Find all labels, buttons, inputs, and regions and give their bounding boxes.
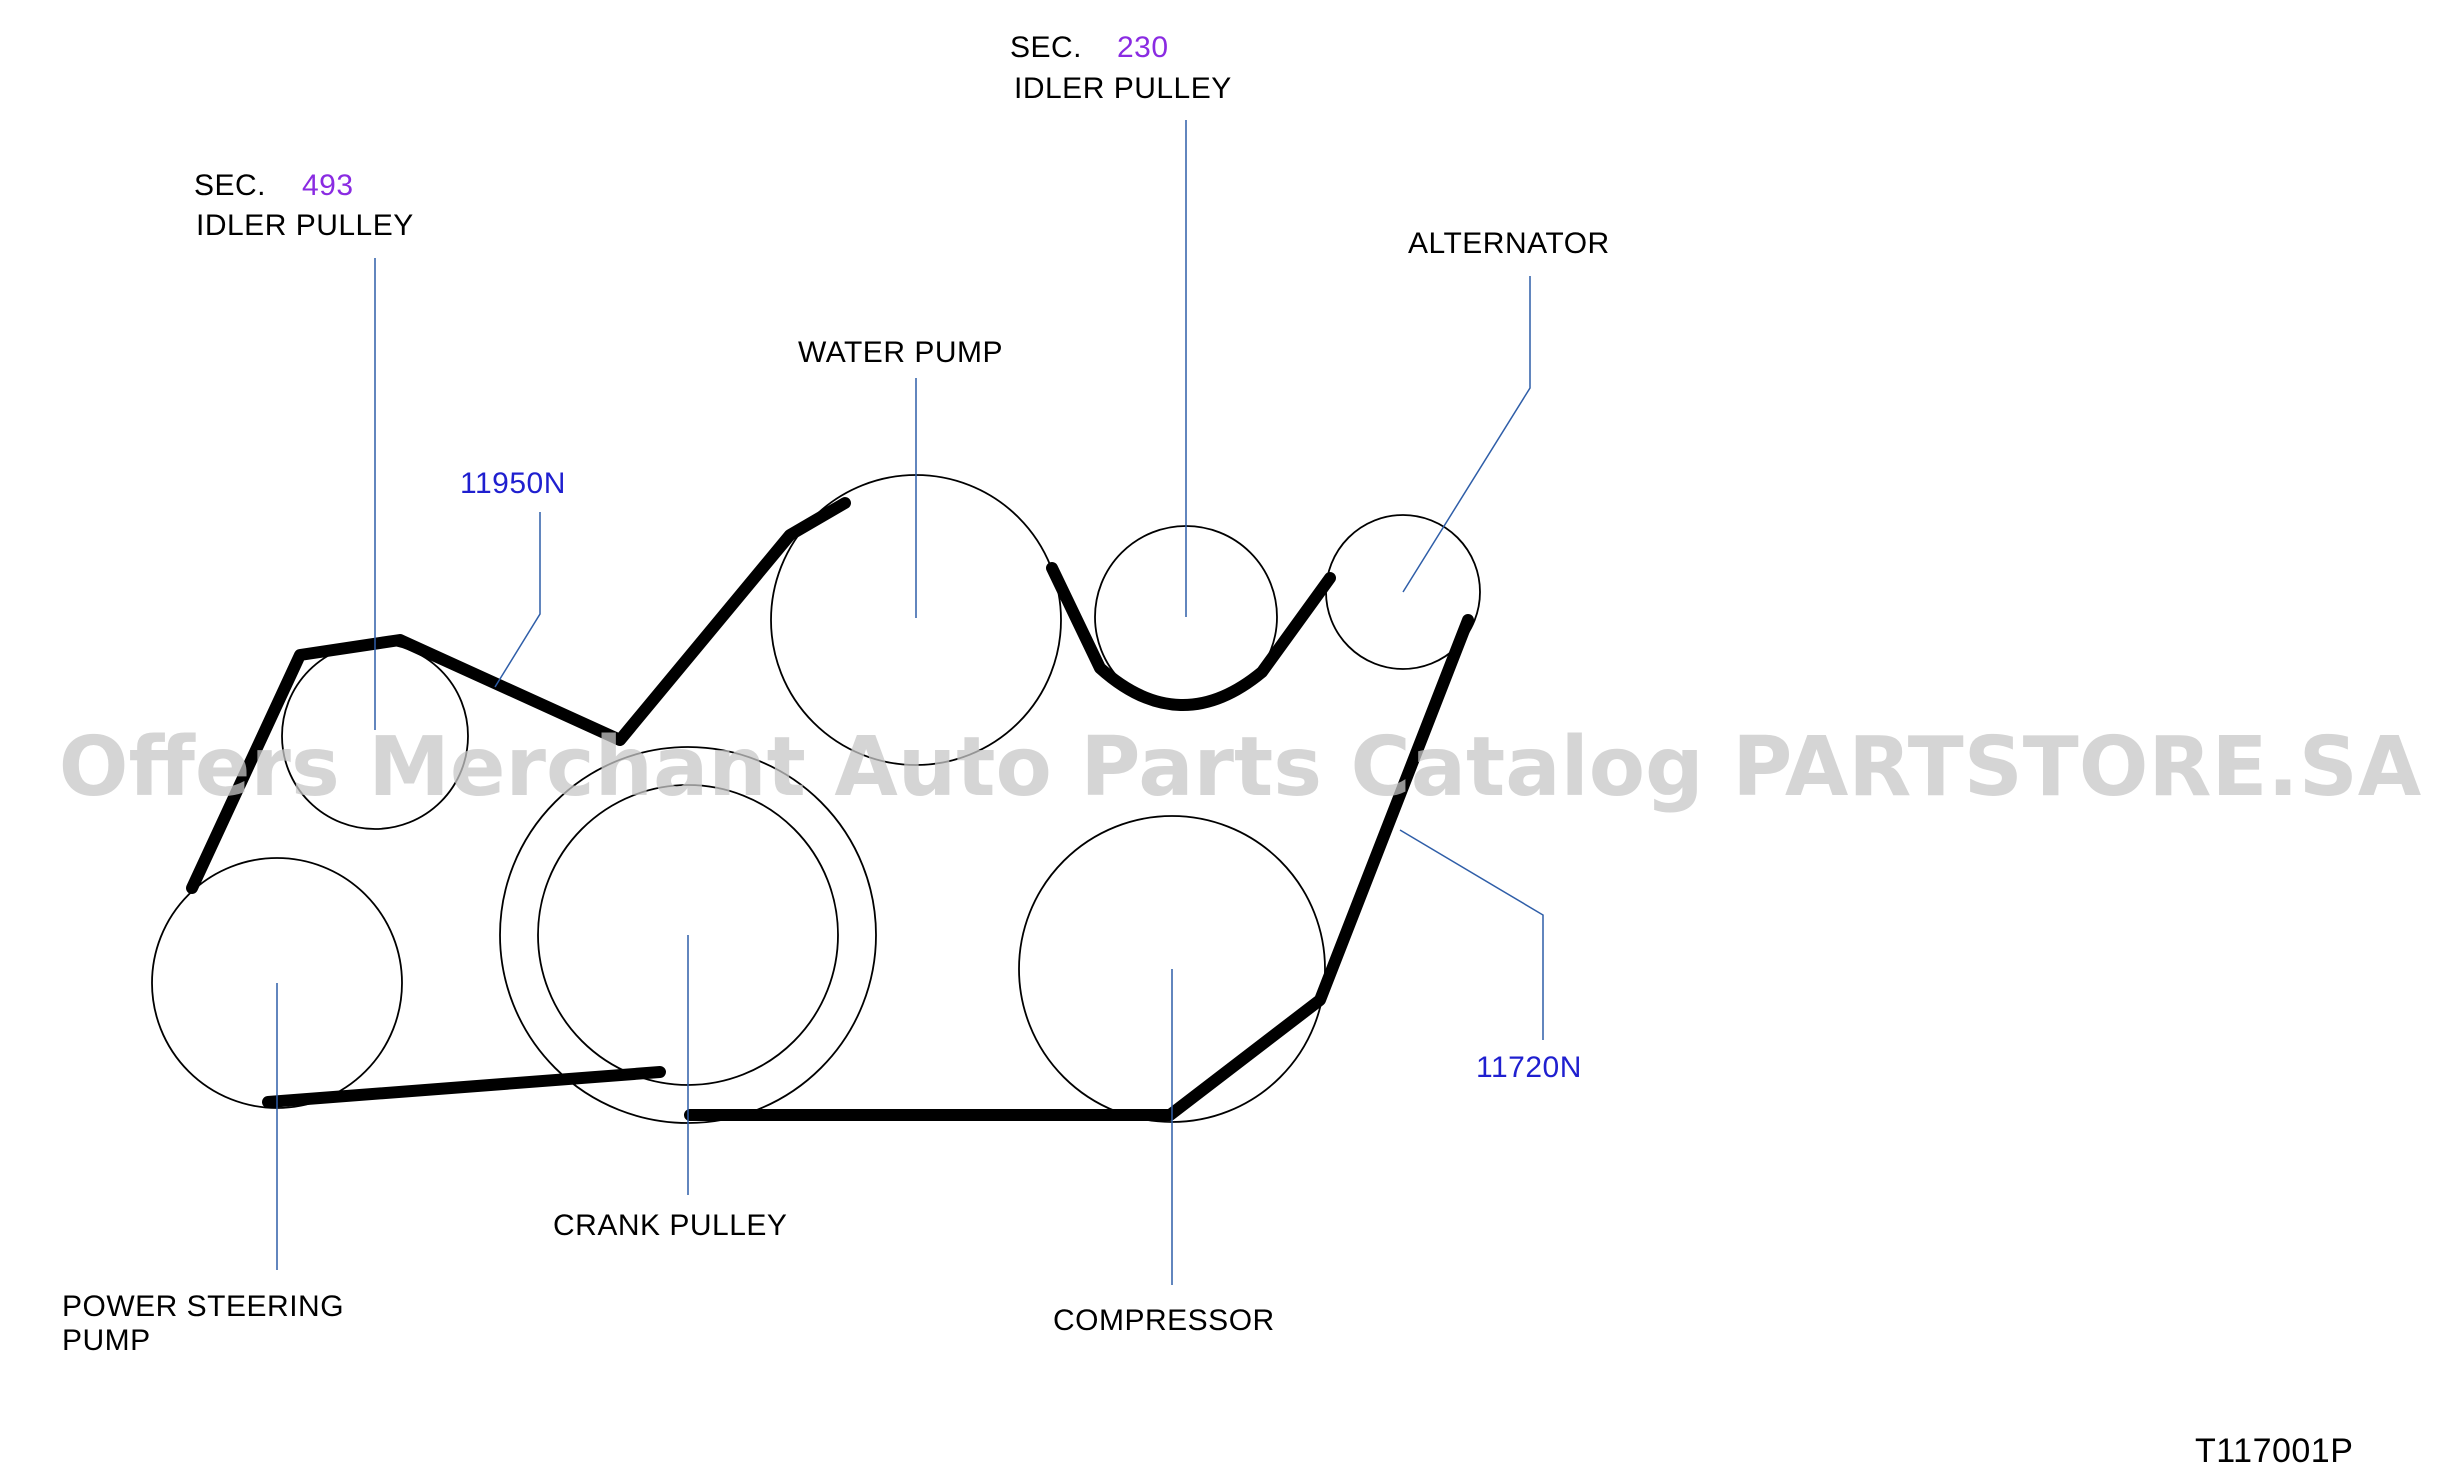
link-sec-493[interactable]: 493 [302,169,354,202]
leader-alternator [1402,276,1531,593]
label-power-steering-line2: PUMP [62,1324,151,1357]
label-idler-pulley-493: IDLER PULLEY [196,209,414,242]
label-alternator: ALTERNATOR [1408,227,1610,260]
leader-11720n [1399,829,1544,1040]
belt-11950n-lower [262,1066,666,1108]
part-11950n[interactable]: 11950N [460,467,566,500]
belt-11950n [186,497,851,894]
label-compressor: COMPRESSOR [1053,1304,1275,1337]
label-sec-230: SEC. [1010,31,1082,64]
pulleys [151,474,1481,1124]
link-sec-230[interactable]: 230 [1117,31,1169,64]
leader-11950n [494,512,541,688]
alternator-pulley [1325,514,1481,670]
label-idler-pulley-230: IDLER PULLEY [1014,72,1232,105]
watermark: Offers Merchant Auto Parts Catalog PARTS… [59,720,2422,815]
label-crank-pulley: CRANK PULLEY [553,1209,787,1242]
label-sec-493: SEC. [194,169,266,202]
label-water-pump: WATER PUMP [798,336,1003,369]
belts [186,497,1474,1121]
part-11720n[interactable]: 11720N [1476,1051,1582,1084]
figure-code: T117001P [2195,1432,2353,1470]
leader-lines [276,120,1544,1285]
label-power-steering-line1: POWER STEERING [62,1290,344,1323]
labels: SEC. 230 IDLER PULLEY SEC. 493 IDLER PUL… [62,31,2353,1470]
